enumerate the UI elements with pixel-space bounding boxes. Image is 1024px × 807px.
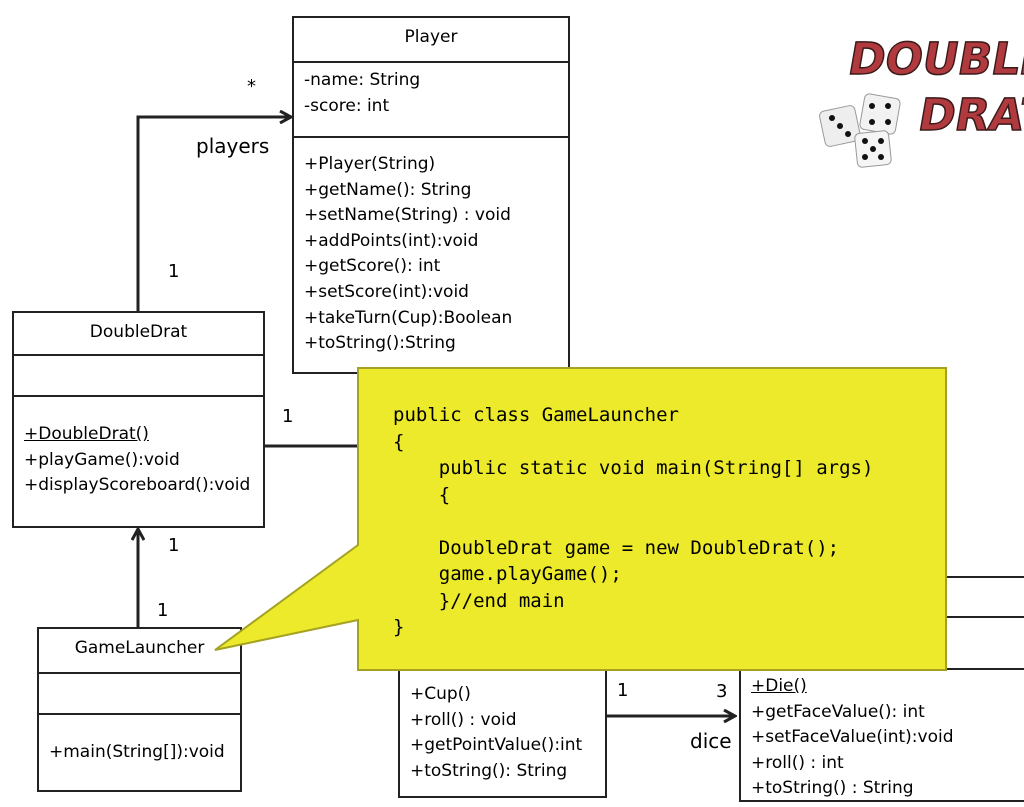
die-method: +getFaceValue(): int <box>751 701 925 722</box>
die-method: +roll() : int <box>751 752 844 773</box>
die-method: +setFaceValue(int):void <box>751 727 954 748</box>
gamelauncher-attributes-section <box>39 672 240 713</box>
doubledrat-method: +DoubleDrat() <box>24 424 149 444</box>
die-method: +toString() : String <box>751 778 914 799</box>
players-role-label: players <box>196 134 270 158</box>
logo-line2: DRAT <box>915 90 1024 141</box>
player-method: +toString():String <box>304 333 456 354</box>
doubledrat-method: +displayScoreboard():void <box>24 475 251 496</box>
player-attribute: -score: int <box>304 95 390 116</box>
logo-line1: DOUBLE <box>844 34 1024 85</box>
player-class-box: Player -name: String -score: int +Player… <box>292 16 570 374</box>
die-methods-section: +Die() +getFaceValue(): int +setFaceValu… <box>741 668 1024 800</box>
gamelauncher-method: +main(String[]):void <box>49 742 225 762</box>
callout-bubble-shape <box>214 367 947 671</box>
double-drat-logo: DOUBLE DRAT <box>819 34 1024 168</box>
callout-code: public class GameLauncher { public stati… <box>393 404 874 638</box>
cup-methods-section: +Cup() +roll() : void +getPointValue():i… <box>400 642 605 796</box>
cup-die-multiplicity-one: 1 <box>617 680 629 701</box>
gamelauncher-class-box: GameLauncher +main(String[]):void <box>37 627 242 792</box>
player-attribute: -name: String <box>304 70 421 90</box>
dice-icon <box>819 93 901 168</box>
cup-method: +getPointValue():int <box>410 735 583 756</box>
gamelauncher-class-name-section: GameLauncher <box>39 629 240 672</box>
player-class-name: Player <box>404 27 458 47</box>
doubledrat-attributes-section <box>14 354 263 395</box>
player-class-name-section: Player <box>294 18 568 61</box>
doubledrat-class-name-section: DoubleDrat <box>14 313 263 354</box>
cup-die-multiplicity-three: 3 <box>716 681 728 702</box>
cup-method: +roll() : void <box>410 709 517 730</box>
doubledrat-class-box: DoubleDrat +DoubleDrat() +playGame():voi… <box>12 311 265 528</box>
launcher-doubledrat-multiplicity-upper: 1 <box>168 535 180 556</box>
gamelauncher-methods-section: +main(String[]):void <box>39 713 240 790</box>
cup-method: +toString(): String <box>410 760 568 781</box>
player-method: +getName(): String <box>304 179 472 200</box>
player-method: +takeTurn(Cup):Boolean <box>304 307 513 328</box>
player-method: +addPoints(int):void <box>304 230 479 251</box>
doubledrat-cup-multiplicity: 1 <box>282 406 294 427</box>
launcher-doubledrat-multiplicity-lower: 1 <box>157 600 169 621</box>
player-method: +Player(String) <box>304 154 436 174</box>
player-methods-section: +Player(String) +getName(): String +setN… <box>294 136 568 372</box>
die-method: +Die() <box>751 676 807 696</box>
doubledrat-player-association <box>136 117 290 312</box>
cup-method: +Cup() <box>410 684 471 704</box>
players-multiplicity-one: 1 <box>168 261 180 282</box>
player-method: +setScore(int):void <box>304 281 469 302</box>
doubledrat-methods-section: +DoubleDrat() +playGame():void +displayS… <box>14 395 263 526</box>
doubledrat-class-name: DoubleDrat <box>89 322 188 342</box>
player-attributes-section: -name: String -score: int <box>294 61 568 136</box>
player-method: +getScore(): int <box>304 256 441 277</box>
gamelauncher-class-name: GameLauncher <box>74 638 205 658</box>
dice-role-label: dice <box>690 729 732 753</box>
players-multiplicity-many: * <box>247 76 256 97</box>
player-method: +setName(String) : void <box>304 205 511 226</box>
doubledrat-method: +playGame():void <box>24 449 180 470</box>
